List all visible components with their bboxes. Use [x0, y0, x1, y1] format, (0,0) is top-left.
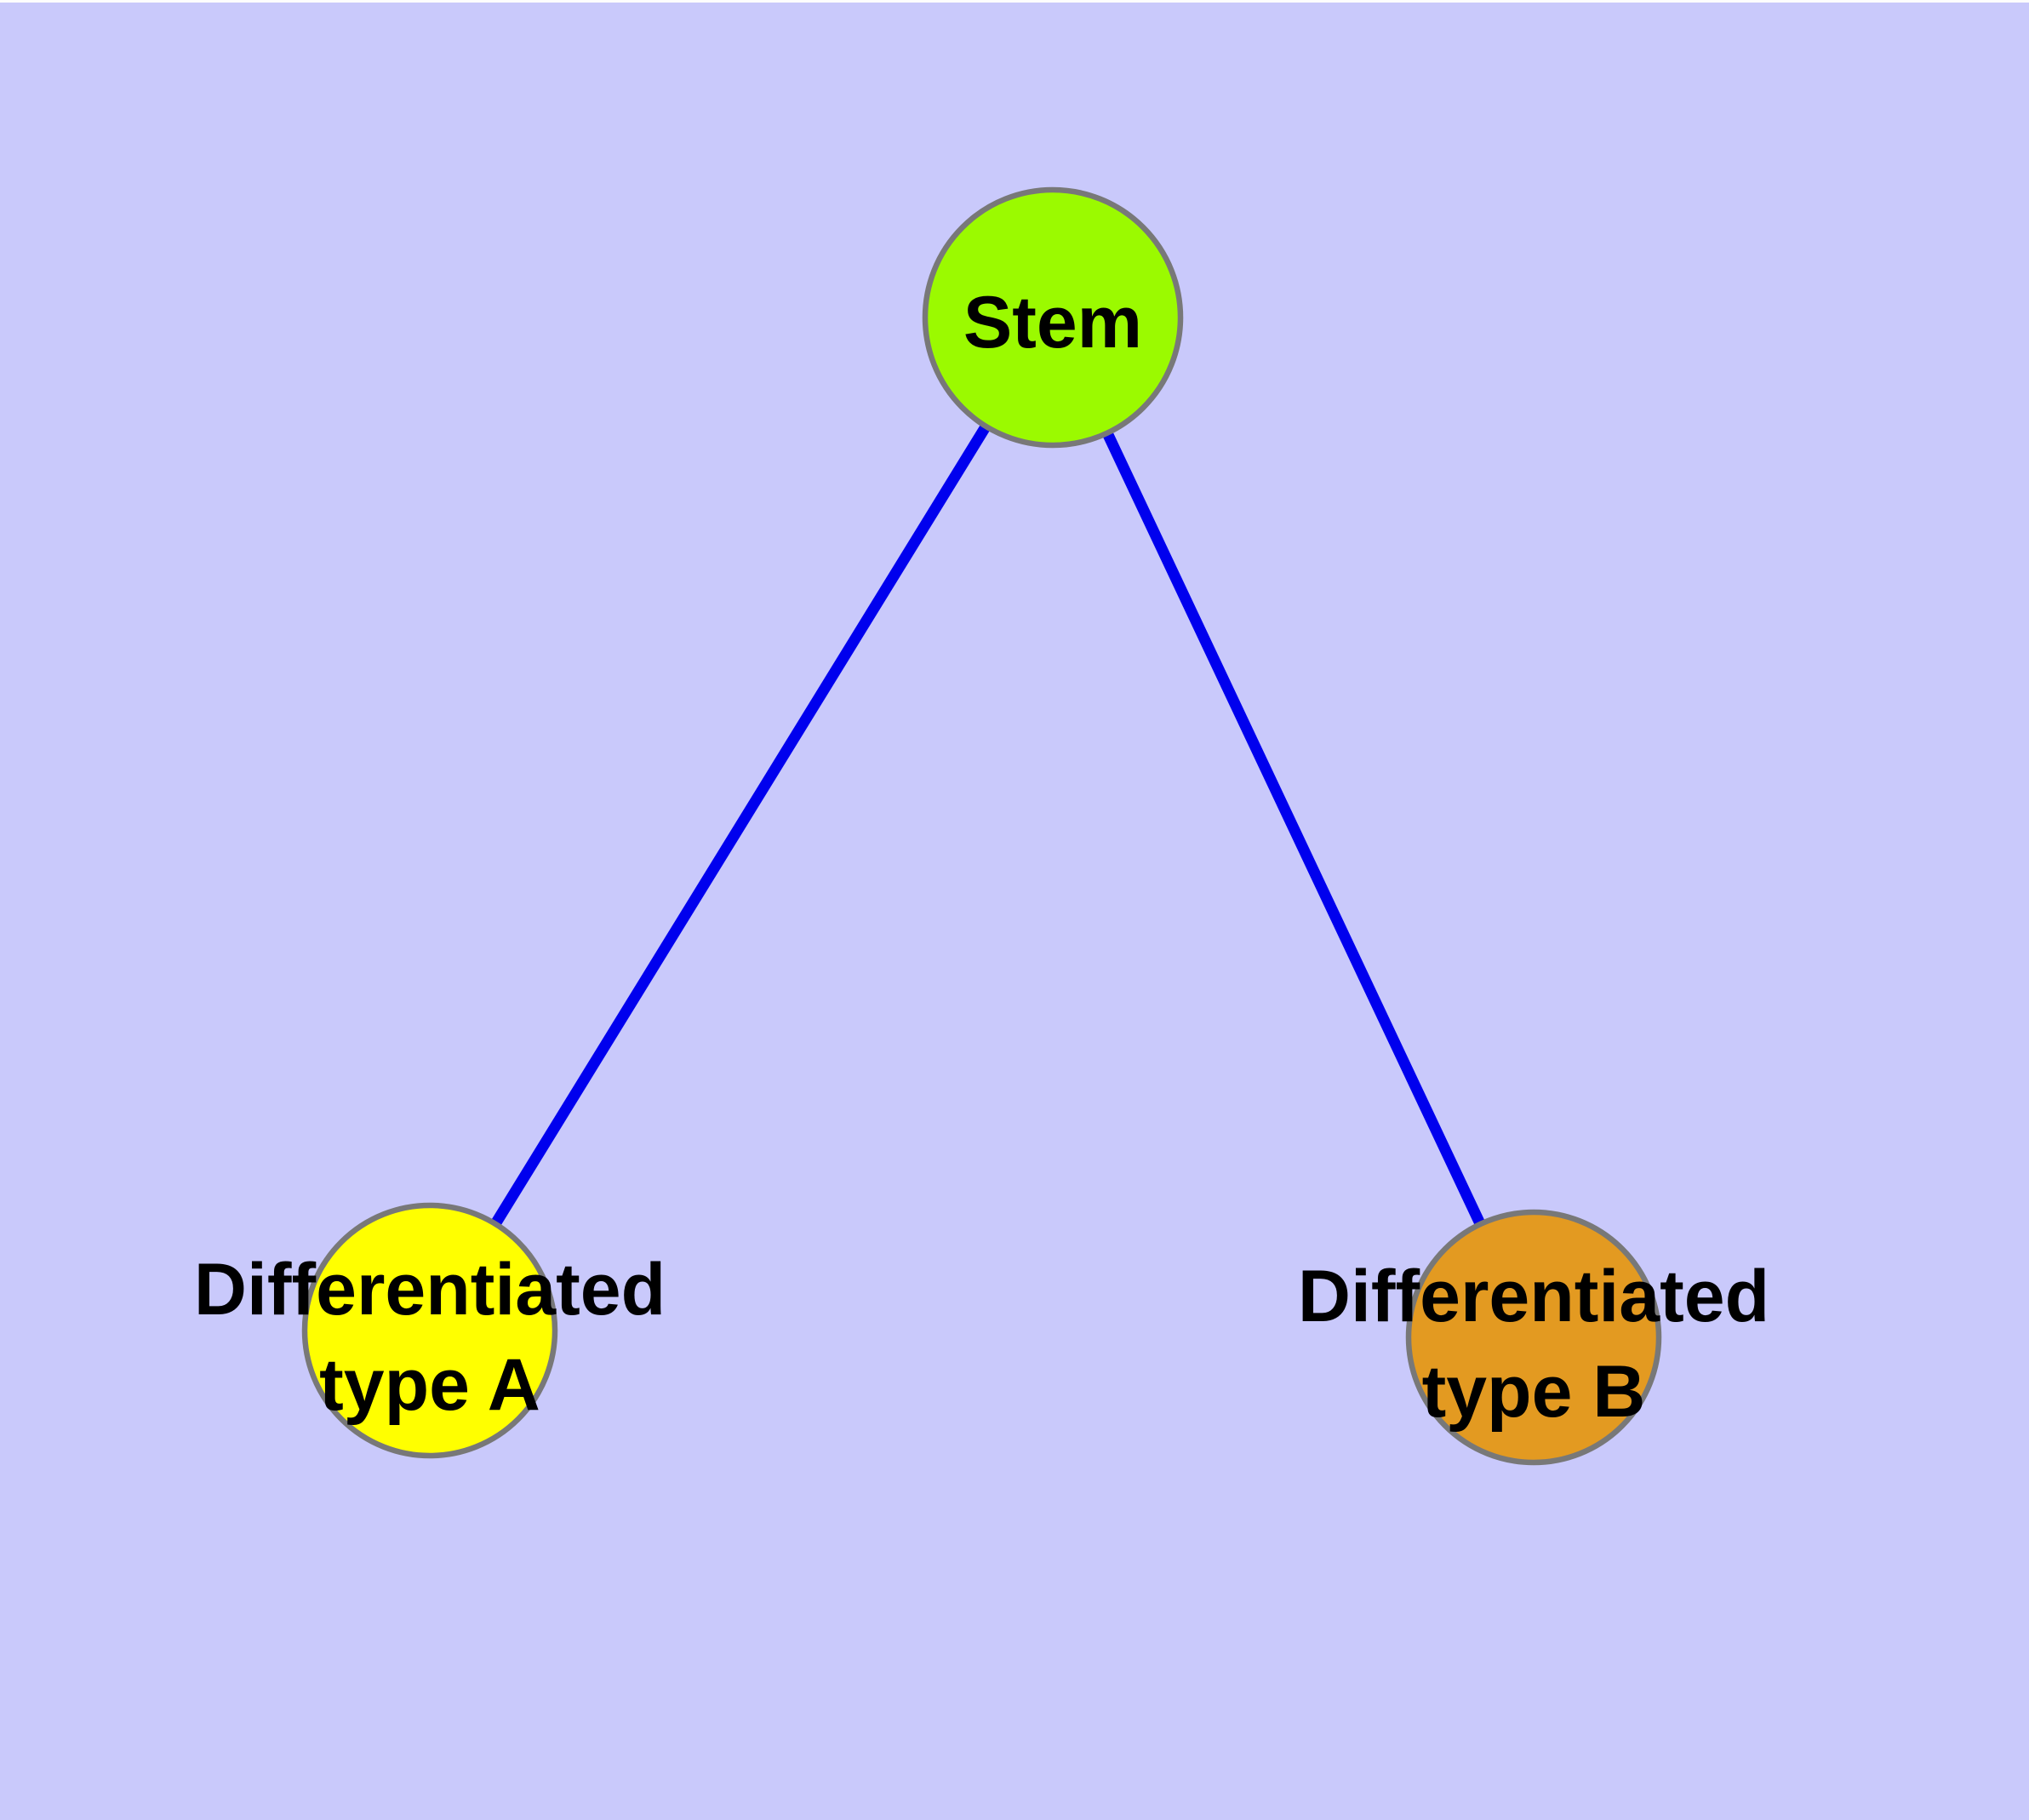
- node-stem-label: Stem: [963, 282, 1142, 363]
- edge-stem-diff-b: [1048, 315, 1539, 1340]
- top-strip: [0, 0, 2029, 3]
- node-stem-circle: [922, 186, 1184, 449]
- node-diff-b-circle: [1405, 1209, 1662, 1466]
- node-diff-a-circle: [301, 1202, 558, 1459]
- edge-stem-diff-a: [425, 314, 1058, 1334]
